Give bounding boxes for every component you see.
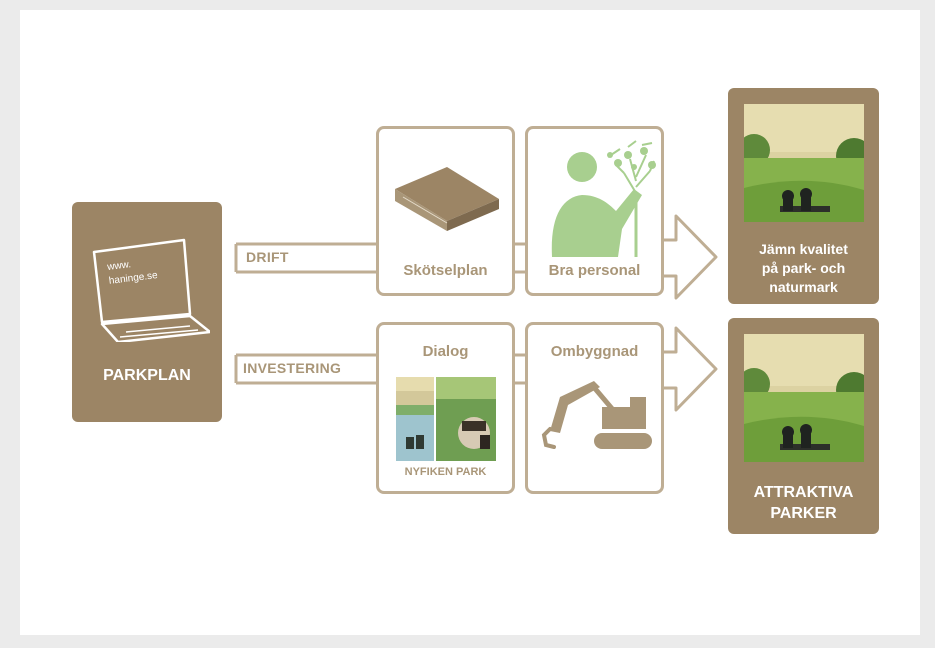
parkplan-title: PARKPLAN — [103, 367, 191, 384]
bra-personal-box: Bra personal — [525, 126, 664, 296]
ombyggnad-title: Ombyggnad — [550, 343, 639, 360]
person-tree-icon — [551, 140, 656, 257]
outcome-quality-line-1: Jämn kvalitet — [759, 241, 848, 257]
laptop-icon — [92, 238, 210, 342]
outcome-attractive-line-2: PARKER — [770, 505, 837, 522]
book-icon — [395, 167, 499, 231]
skotselplan-box: Skötselplan — [376, 126, 515, 296]
drift-arrow — [660, 214, 718, 300]
outcome-attractive-text: ATTRAKTIVA PARKER — [728, 482, 879, 524]
ombyggnad-box: Ombyggnad — [525, 322, 664, 494]
outcome-attractive-line-1: ATTRAKTIVA — [753, 484, 854, 501]
outcome-quality-line-3: naturmark — [769, 279, 838, 295]
excavator-icon — [541, 381, 652, 449]
investering-arrow — [660, 326, 718, 412]
laptop-screen-text: www. haninge.se — [106, 255, 159, 289]
park-photo-2 — [744, 334, 864, 462]
investering-label: INVESTERING — [243, 360, 342, 376]
nyfiken-park-caption: NYFIKEN PARK — [404, 466, 487, 478]
outcome-quality-line-2: på park- och — [761, 260, 846, 276]
dialog-box: Dialog NYFIKEN PARK — [376, 322, 515, 494]
park-photo-1 — [744, 104, 864, 222]
drift-label: DRIFT — [246, 249, 289, 265]
outcome-quality-text: Jämn kvalitet på park- och naturmark — [728, 240, 879, 297]
outcome-attractive-box: ATTRAKTIVA PARKER — [728, 318, 879, 534]
skotselplan-title: Skötselplan — [403, 262, 488, 279]
bra-personal-title: Bra personal — [548, 262, 641, 279]
outcome-quality-box: Jämn kvalitet på park- och naturmark — [728, 88, 879, 304]
dialog-photo-collage — [396, 377, 496, 461]
parkplan-box: www. haninge.se PARKPLAN — [72, 202, 222, 422]
dialog-title: Dialog — [422, 343, 469, 360]
